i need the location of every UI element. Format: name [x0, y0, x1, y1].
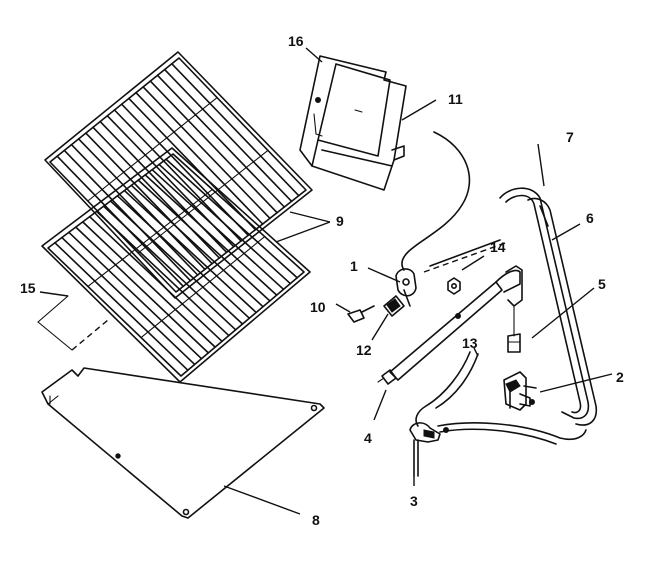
rack-upper-bar [63, 149, 192, 282]
wire-lead [401, 131, 509, 273]
rack-lower-bar [151, 168, 285, 291]
bracket-box-16 [299, 55, 407, 191]
rack-lower-bar-support [140, 236, 266, 339]
rack-upper-bar [128, 97, 257, 231]
callout-12: 12 [356, 342, 372, 358]
callout-8: 8 [312, 512, 320, 528]
callout-1: 1 [350, 258, 358, 274]
screw-10 [347, 305, 375, 323]
rack-lower-bar [68, 231, 203, 360]
rack-upper-bar [85, 132, 213, 265]
callout-5: 5 [598, 276, 606, 292]
callout-6: 6 [586, 210, 594, 226]
callout-3: 3 [410, 493, 418, 509]
valve-2 [503, 371, 537, 411]
rack-lower-bar [81, 221, 216, 348]
tube-13 [415, 351, 479, 427]
rack-upper-bar [149, 80, 278, 214]
callout-14: 14 [490, 239, 506, 255]
igniter-3 [409, 422, 449, 477]
leader-lines [39, 47, 613, 515]
burner-tube [377, 265, 523, 385]
callout-16: 16 [288, 33, 304, 49]
rack-upper-bar [163, 68, 293, 203]
rack-upper-bar [70, 143, 199, 276]
callout-2: 2 [616, 369, 624, 385]
callout-9: 9 [336, 213, 344, 229]
clip-12 [383, 295, 405, 317]
rack-upper-bar-support [87, 97, 218, 202]
rack-upper-bar [171, 62, 300, 197]
callout-11: 11 [448, 91, 463, 107]
rack-upper-bar [135, 91, 264, 225]
rack-lower-bar [165, 158, 298, 279]
panel-15 [37, 295, 109, 351]
orifice-5 [507, 305, 521, 353]
rack-upper-bar [142, 86, 271, 220]
rack-lower-bar-support [87, 188, 213, 287]
rack-upper-bar [156, 74, 286, 208]
rack-lower-bar [109, 200, 244, 325]
nut-14 [447, 277, 461, 295]
rack-lower-bar [74, 226, 210, 354]
bottom-panel-8 [41, 367, 325, 519]
rack-lower-bar [158, 163, 292, 285]
rack-upper-bar [77, 138, 206, 271]
oven-rack-lower [41, 147, 311, 383]
rack-lower-bar [130, 184, 264, 308]
rack-lower-bar [123, 189, 257, 314]
callout-7: 7 [566, 129, 574, 145]
oven-rack-upper [44, 51, 313, 299]
rack-lower-bar [137, 179, 271, 302]
igniter-bracket-1 [395, 268, 417, 307]
burner-frame-7 [437, 187, 598, 445]
callout-10: 10 [310, 299, 326, 315]
rack-lower-bar [144, 174, 278, 296]
rack-lower-bar [54, 241, 189, 372]
callout-labels: 1 2 3 4 5 6 7 8 9 10 11 12 13 14 15 16 [20, 33, 624, 528]
rack-lower-bar [88, 215, 223, 343]
rack-lower-bar [116, 194, 251, 320]
rack-lower-bar [95, 210, 230, 337]
callout-15: 15 [20, 280, 36, 296]
callout-13: 13 [462, 335, 478, 351]
callout-4: 4 [364, 430, 372, 446]
rack-lower-bar [61, 236, 196, 366]
rack-lower-bar [102, 205, 237, 331]
